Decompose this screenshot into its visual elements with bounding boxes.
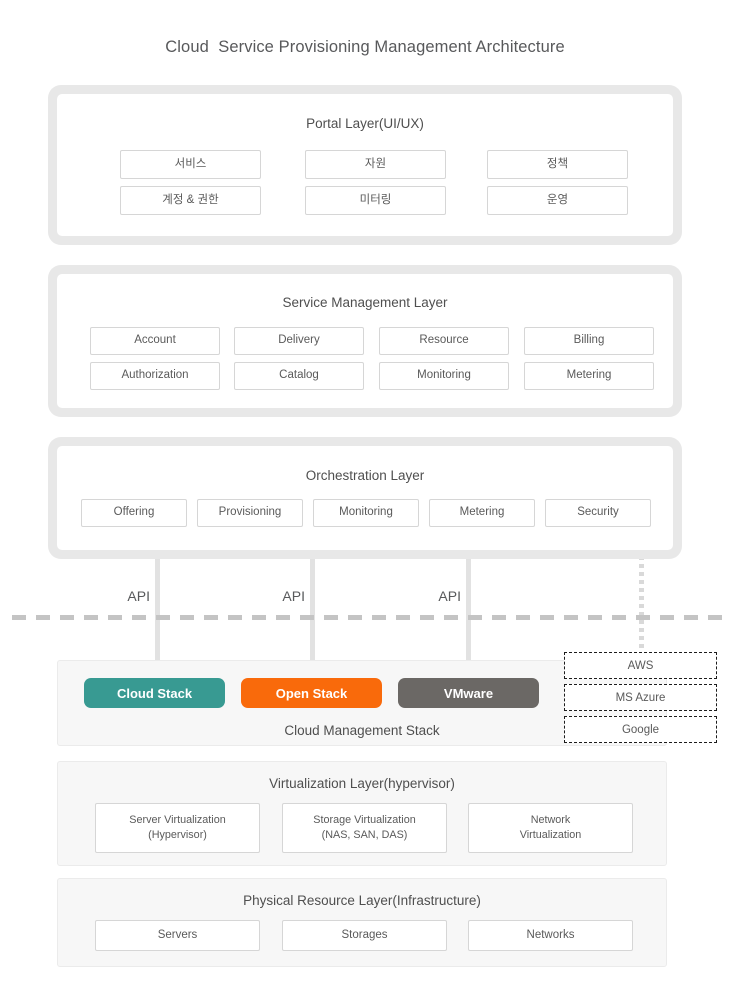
api-label-2: API (282, 588, 305, 604)
stack-pill-vmware-label: VMware (443, 685, 494, 701)
portal-cell-resource[interactable]: 자원 (305, 150, 446, 179)
page-title: Cloud Service Provisioning Management Ar… (165, 38, 565, 56)
virtualization-cell-storage[interactable]: Storage Virtualization (NAS, SAN, DAS) (282, 803, 447, 853)
api-label-3: API (438, 588, 461, 604)
public-cloud-connector-line (639, 556, 644, 661)
physical-cell-storages[interactable]: Storages (282, 920, 447, 951)
orchestration-cell-security[interactable]: Security (545, 499, 651, 527)
stack-pill-open-stack-label: Open Stack (275, 685, 348, 701)
public-cloud-box-ms-azure[interactable]: MS Azure (564, 684, 717, 711)
layer-divider-dashed-line (12, 615, 722, 620)
api-connector-line-2 (310, 556, 315, 707)
physical-resource-layer-title: Physical Resource Layer(Infrastructure) (243, 893, 481, 908)
virtualization-cell-server[interactable]: Server Virtualization (Hypervisor) (95, 803, 260, 853)
virtualization-cell-network[interactable]: Network Virtualization (468, 803, 633, 853)
orchestration-cell-provisioning[interactable]: Provisioning (197, 499, 303, 527)
service-cell-account[interactable]: Account (90, 327, 220, 355)
cloud-management-stack-caption: Cloud Management Stack (284, 723, 440, 738)
orchestration-cell-monitoring[interactable]: Monitoring (313, 499, 419, 527)
portal-cell-service[interactable]: 서비스 (120, 150, 261, 179)
service-cell-resource[interactable]: Resource (379, 327, 509, 355)
public-cloud-box-google[interactable]: Google (564, 716, 717, 743)
stack-pill-cloud-stack[interactable]: Cloud Stack (84, 678, 225, 708)
portal-cell-policy[interactable]: 정책 (487, 150, 628, 179)
service-cell-catalog[interactable]: Catalog (234, 362, 364, 390)
service-cell-delivery[interactable]: Delivery (234, 327, 364, 355)
physical-cell-networks[interactable]: Networks (468, 920, 633, 951)
orchestration-cell-offering[interactable]: Offering (81, 499, 187, 527)
service-management-layer-panel: Service Management Layer Account Deliver… (48, 265, 682, 417)
stack-pill-vmware[interactable]: VMware (398, 678, 539, 708)
service-cell-billing[interactable]: Billing (524, 327, 654, 355)
api-connector-line-1 (155, 556, 160, 707)
service-management-layer-title: Service Management Layer (282, 295, 448, 310)
portal-cell-operation[interactable]: 운영 (487, 186, 628, 215)
physical-cell-servers[interactable]: Servers (95, 920, 260, 951)
portal-cell-account-auth[interactable]: 계정 & 권한 (120, 186, 261, 215)
virtualization-layer-title: Virtualization Layer(hypervisor) (269, 776, 455, 791)
orchestration-layer-title: Orchestration Layer (305, 468, 425, 483)
api-connector-line-3 (466, 556, 471, 707)
api-label-1: API (127, 588, 150, 604)
service-cell-authorization[interactable]: Authorization (90, 362, 220, 390)
stack-pill-cloud-stack-label: Cloud Stack (116, 685, 193, 701)
service-cell-metering[interactable]: Metering (524, 362, 654, 390)
service-cell-monitoring[interactable]: Monitoring (379, 362, 509, 390)
public-cloud-box-aws[interactable]: AWS (564, 652, 717, 679)
portal-cell-metering[interactable]: 미터링 (305, 186, 446, 215)
portal-layer-panel: Portal Layer(UI/UX) 서비스 자원 정책 계정 & 권한 미터… (48, 85, 682, 245)
portal-layer-title: Portal Layer(UI/UX) (306, 116, 424, 131)
stack-pill-open-stack[interactable]: Open Stack (241, 678, 382, 708)
orchestration-layer-panel: Orchestration Layer Offering Provisionin… (48, 437, 682, 559)
orchestration-cell-metering[interactable]: Metering (429, 499, 535, 527)
